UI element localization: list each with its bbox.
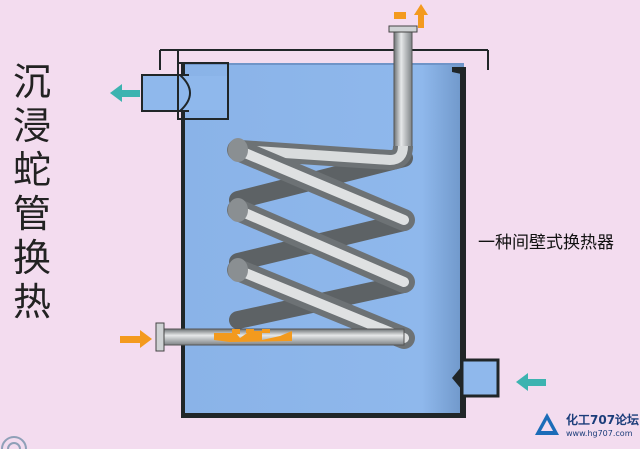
- overflow-outlet: [141, 62, 229, 120]
- outlet-flange: [388, 25, 418, 33]
- forum-logo: 化工707论坛 www.hg707.com: [528, 408, 640, 444]
- logo-triangle-icon: [535, 413, 559, 435]
- vertical-title: 沉浸蛇管换热: [12, 60, 51, 324]
- overflow-arrow-left-icon: [110, 84, 140, 102]
- cold-inlet-arrow-left-icon: [516, 373, 546, 391]
- tank-walls: [181, 63, 466, 418]
- cold-inlet-nozzle: [452, 358, 500, 398]
- outlet-pipe: [393, 29, 413, 149]
- inlet-flange: [155, 322, 165, 352]
- inlet-arrow-right-icon: [120, 330, 152, 348]
- coil-front: [227, 138, 415, 349]
- corner-ring-icon: [1, 436, 27, 449]
- logo-url: www.hg707.com: [566, 429, 633, 438]
- diagram-subtitle: 一种间壁式换热器: [478, 233, 614, 253]
- logo-name: 化工707论坛: [566, 413, 640, 427]
- outlet-arrow-up-icon: [394, 4, 428, 28]
- hot-fluid: [214, 329, 292, 342]
